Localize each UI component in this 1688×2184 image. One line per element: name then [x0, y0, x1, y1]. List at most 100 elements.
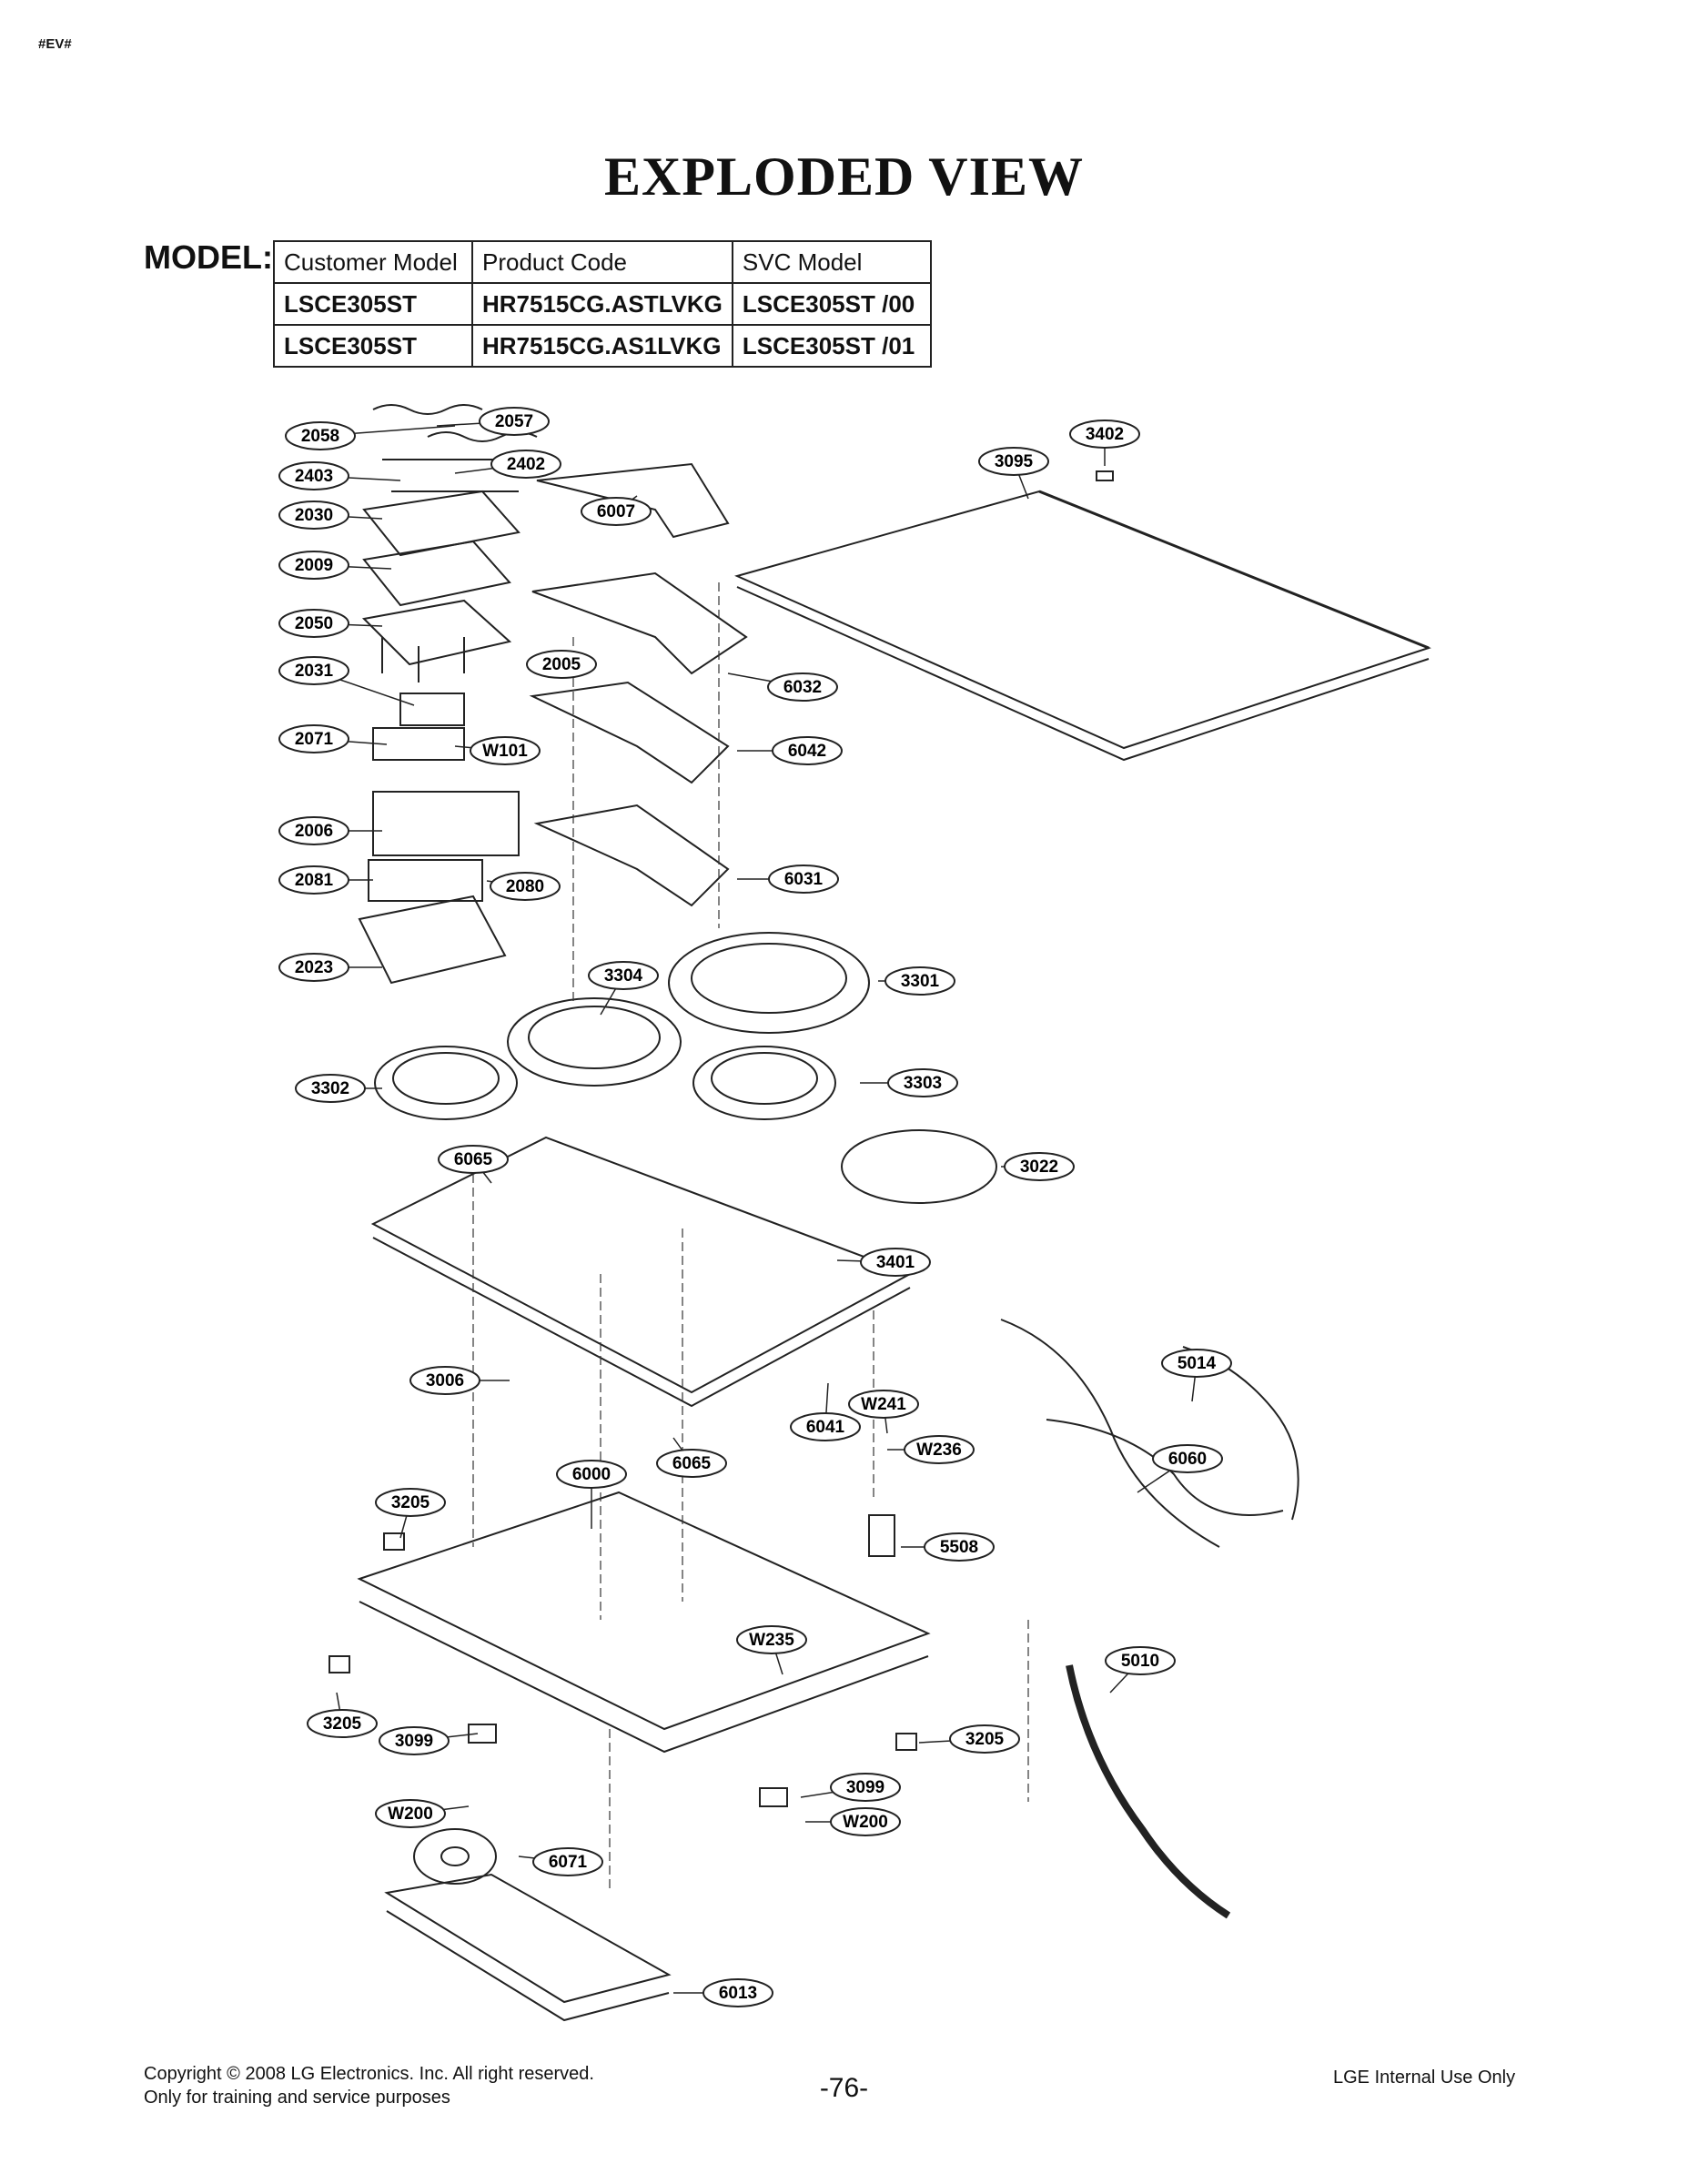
callout-2058: 2058: [285, 421, 456, 450]
callout-3006: 3006: [409, 1366, 510, 1395]
callout-2057: 2057: [436, 407, 550, 436]
assembly-lines: [472, 582, 1029, 1893]
cell-product-code: HR7515CG.AS1LVKG: [471, 324, 733, 368]
callout-label: W200: [388, 1805, 433, 1824]
callout-label: 6032: [783, 678, 822, 697]
glass-top-trim: [1038, 490, 1430, 650]
callout-3304: 3304: [588, 961, 659, 1016]
callout-3099: 3099: [800, 1773, 901, 1802]
callout-bubble: [860, 1248, 931, 1277]
callout-label: 6042: [788, 742, 826, 761]
fan-6071: [413, 1828, 497, 1885]
callout-label: 2402: [507, 455, 545, 474]
burner-3302: [374, 1046, 518, 1120]
callout-label: 3099: [846, 1778, 884, 1797]
glass-top-panel: [734, 490, 1431, 750]
parts-drawing: [329, 404, 1431, 2022]
model-table-header: Customer Model Product Code SVC Model: [273, 240, 932, 284]
bracket-3205: [895, 1733, 917, 1751]
callout-label: W241: [861, 1395, 906, 1414]
callout-bubble: [830, 1807, 901, 1836]
callout-bubble: [848, 1390, 919, 1419]
callout-3205: 3205: [375, 1488, 446, 1539]
callout-label: 3401: [876, 1253, 915, 1272]
callout-label: 6065: [454, 1150, 493, 1169]
callout-bubble: [278, 461, 349, 490]
callout-5508: 5508: [901, 1532, 995, 1562]
callout-bubble: [767, 672, 838, 702]
callout-label: 6065: [672, 1454, 712, 1473]
callout-bubble: [278, 609, 349, 638]
callout-bubble: [1152, 1444, 1223, 1473]
callout-3401: 3401: [836, 1248, 931, 1277]
callout-6060: 6060: [1137, 1444, 1223, 1493]
callout-label: 5508: [940, 1538, 978, 1557]
callout-6065: 6065: [656, 1437, 727, 1478]
callout-label: 5014: [1178, 1354, 1217, 1373]
callout-W236: W236: [887, 1435, 975, 1464]
footer-training-note: Only for training and service purposes: [144, 2088, 450, 2108]
base-tray-6013: [384, 1873, 672, 2004]
part-2009-film: [362, 540, 511, 607]
callout-6000: 6000: [556, 1460, 627, 1529]
part-2030-board: [362, 490, 521, 557]
callout-W200: W200: [805, 1807, 901, 1836]
cell-customer-model: LSCE305ST: [273, 282, 473, 326]
callout-bubble: [830, 1773, 901, 1802]
glass-top-edge: [736, 586, 1430, 762]
burner-3302-inner: [392, 1052, 500, 1105]
callout-6032: 6032: [727, 672, 838, 702]
callout-W200: W200: [375, 1799, 470, 1828]
callout-bubble: [656, 1449, 727, 1478]
terminal-5508: [868, 1514, 895, 1557]
callout-label: 3301: [901, 972, 940, 991]
callout-bubble: [1105, 1646, 1176, 1675]
callout-bubble: [278, 500, 349, 530]
callout-label: 3304: [604, 966, 643, 986]
cell-product-code: HR7515CG.ASTLVKG: [471, 282, 733, 326]
callout-label: 2058: [301, 427, 339, 446]
callout-2005: 2005: [526, 650, 597, 679]
callout-bubble: [1161, 1349, 1232, 1378]
callout-bubble: [949, 1724, 1020, 1754]
callout-bubble: [438, 1145, 509, 1174]
table-row: LSCE305ST HR7515CG.ASTLVKG LSCE305ST /00: [273, 282, 932, 326]
callout-label: 2057: [495, 412, 533, 431]
callout-label: 6060: [1168, 1450, 1207, 1469]
callout-label: W101: [482, 742, 528, 761]
callout-label: 2071: [295, 730, 334, 749]
callout-2081: 2081: [278, 865, 373, 895]
callout-label: 3205: [965, 1730, 1005, 1749]
table-row: LSCE305ST HR7515CG.AS1LVKG LSCE305ST /01: [273, 324, 932, 368]
callout-label: 3095: [995, 452, 1034, 471]
callout-bubble: [556, 1460, 627, 1489]
callout-bubble: [768, 864, 839, 894]
callout-bubble: [278, 865, 349, 895]
callout-bubble: [479, 407, 550, 436]
callout-bubble: [278, 724, 349, 753]
bracket-3205: [383, 1532, 405, 1551]
callout-label: W235: [749, 1631, 794, 1650]
callout-5014: 5014: [1161, 1349, 1232, 1402]
header-svc-model: SVC Model: [731, 240, 932, 284]
part-2050-frame: [361, 599, 512, 666]
callout-bubble: [702, 1978, 773, 2007]
callout-bubble: [588, 961, 659, 990]
burner-3301: [668, 932, 870, 1034]
cell-customer-model: LSCE305ST: [273, 324, 473, 368]
callout-label: 2030: [295, 506, 333, 525]
callout-3205: 3205: [918, 1724, 1020, 1754]
callout-bubble: [278, 551, 349, 580]
burner-3303-inner: [711, 1052, 818, 1105]
bracket-3402-part: [1096, 470, 1114, 481]
callout-W235: W235: [736, 1625, 807, 1675]
part-2058-spring: [372, 404, 483, 415]
callout-2080: 2080: [486, 872, 561, 901]
tray-6041: [370, 1136, 913, 1394]
power-cord-5010: [1066, 1664, 1231, 1919]
fan-6071-hub: [440, 1846, 470, 1866]
page-number: -76-: [819, 2073, 869, 2103]
callout-bubble: [924, 1532, 995, 1562]
callout-2030: 2030: [278, 500, 383, 530]
